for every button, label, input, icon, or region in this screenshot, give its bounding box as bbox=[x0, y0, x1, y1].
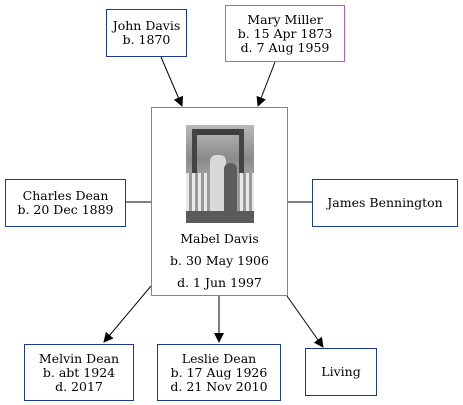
person-name: Mary Miller bbox=[247, 11, 323, 27]
person-born: b. 1870 bbox=[122, 32, 171, 47]
person-died: d. 7 Aug 1959 bbox=[240, 39, 330, 55]
person-born: b. 20 Dec 1889 bbox=[17, 202, 114, 217]
person-died: d. 1 Jun 1997 bbox=[177, 275, 262, 290]
person-born: b. 17 Aug 1926 bbox=[170, 364, 268, 380]
person-name: James Bennington bbox=[327, 195, 443, 210]
portrait-photo bbox=[185, 125, 254, 223]
person-box-charles-dean[interactable]: Charles Dean b. 20 Dec 1889 bbox=[5, 179, 126, 227]
person-name: Charles Dean bbox=[22, 188, 109, 203]
person-died: d. 21 Nov 2010 bbox=[170, 378, 268, 394]
edge-mabel-to-living bbox=[286, 295, 324, 348]
person-name: Leslie Dean bbox=[181, 350, 257, 366]
person-box-leslie-dean[interactable]: Leslie Dean b. 17 Aug 1926 d. 21 Nov 201… bbox=[157, 344, 281, 401]
person-died: d. 2017 bbox=[55, 378, 103, 394]
edge-john-to-mabel bbox=[160, 56, 184, 107]
edge-mabel-to-melvin bbox=[103, 285, 152, 343]
person-name: Mabel Davis bbox=[180, 231, 259, 246]
person-name: Melvin Dean bbox=[38, 350, 120, 366]
person-name: Living bbox=[321, 364, 361, 379]
person-box-mabel-davis[interactable]: Mabel Davis b. 30 May 1906 d. 1 Jun 1997 bbox=[151, 107, 288, 296]
person-box-john-davis[interactable]: John Davis b. 1870 bbox=[106, 9, 187, 57]
edge-mary-to-mabel bbox=[256, 61, 276, 107]
person-box-living[interactable]: Living bbox=[305, 348, 377, 396]
person-box-james-bennington[interactable]: James Bennington bbox=[312, 179, 458, 227]
person-born: b. 30 May 1906 bbox=[170, 253, 269, 268]
person-box-mary-miller[interactable]: Mary Miller b. 15 Apr 1873 d. 7 Aug 1959 bbox=[225, 5, 345, 62]
person-box-melvin-dean[interactable]: Melvin Dean b. abt 1924 d. 2017 bbox=[24, 344, 134, 401]
person-name: John Davis bbox=[112, 18, 181, 33]
person-born: b. abt 1924 bbox=[42, 364, 116, 380]
person-born: b. 15 Apr 1873 bbox=[237, 25, 333, 41]
